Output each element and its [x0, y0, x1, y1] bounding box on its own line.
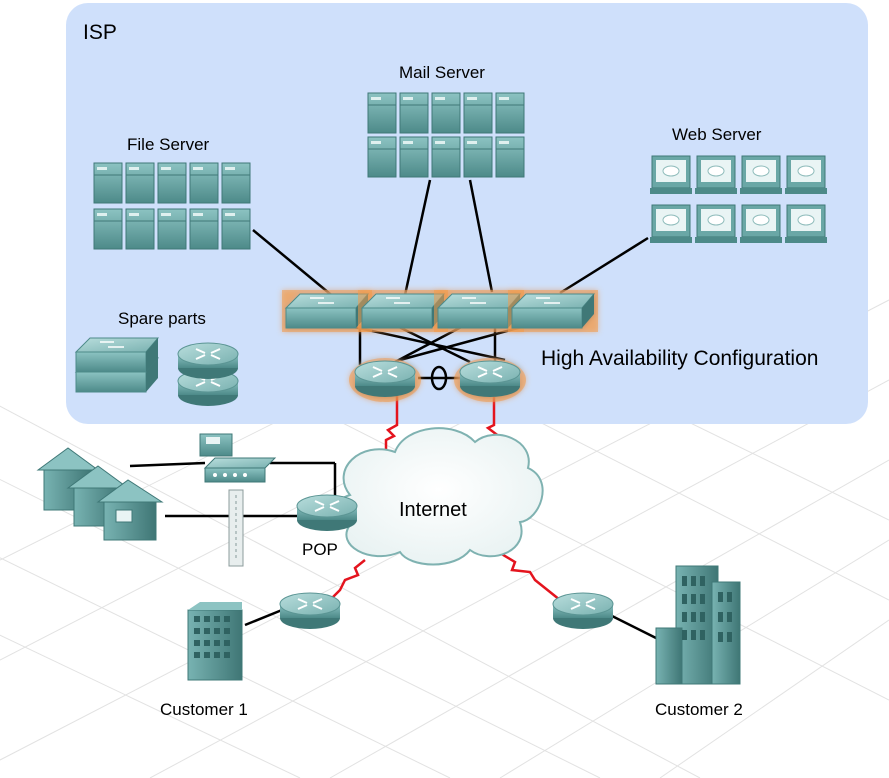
pop-router-icon [296, 494, 358, 532]
ha-switches [282, 290, 598, 332]
customer1-router-icon [279, 592, 341, 630]
access-device-icon [228, 489, 244, 567]
isp-zone [66, 3, 868, 424]
spare-switches-icon [75, 337, 159, 393]
customer1-building-icon [187, 602, 243, 681]
isp-label: ISP [83, 21, 117, 44]
phone-icon [199, 433, 233, 457]
pop-label: POP [302, 540, 338, 559]
internet-cloud-icon [334, 427, 544, 566]
customer2-building-icon [655, 565, 741, 685]
spare-parts-label: Spare parts [118, 309, 206, 328]
mail-server-label: Mail Server [399, 63, 485, 82]
link-bundle-icon [430, 365, 448, 391]
customer2-router-icon [552, 592, 614, 630]
web-server-label: Web Server [672, 125, 762, 144]
customer1-label: Customer 1 [160, 700, 248, 719]
customer2-label: Customer 2 [655, 700, 743, 719]
access-links [129, 461, 661, 642]
dsl-modem-icon [203, 457, 277, 483]
spare-routers-icon [177, 342, 239, 407]
file-server-label: File Server [127, 135, 210, 154]
ha-label: High Availability Configuration [541, 347, 819, 370]
internet-label: Internet [399, 499, 467, 521]
homes-icon [36, 447, 164, 541]
ha-routers [349, 358, 526, 402]
